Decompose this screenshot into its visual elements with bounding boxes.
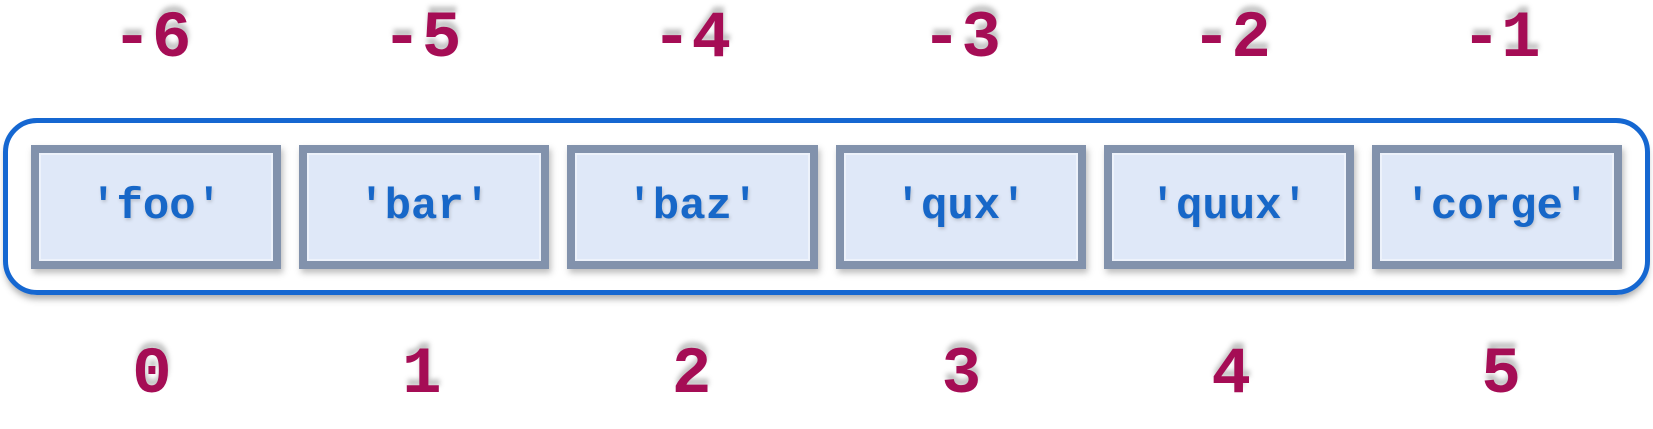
list-cell-4: 'quux' — [1103, 144, 1354, 269]
list-cell-value: 'corge' — [1404, 181, 1590, 232]
list-cell-3: 'qux' — [835, 144, 1086, 269]
list-cell-5: 'corge' — [1371, 144, 1623, 269]
positive-index-4: 4 — [1211, 337, 1252, 412]
negative-index-0: -6 — [112, 1, 192, 76]
negative-index-2: -4 — [651, 1, 732, 76]
positive-index-5: 5 — [1481, 337, 1521, 412]
positive-index-2: 2 — [671, 337, 712, 412]
negative-indices-row: -6-5-4-3-2-1 — [3, 6, 1650, 72]
list-cell-0: 'foo' — [31, 144, 282, 269]
positive-index-1: 1 — [401, 337, 442, 412]
list-cell-value: 'bar' — [358, 181, 491, 232]
list-cell-value: 'baz' — [626, 181, 759, 232]
positive-index-0: 0 — [132, 337, 172, 412]
list-cell-value: 'foo' — [90, 181, 223, 232]
list-cell-value: 'quux' — [1149, 181, 1308, 232]
negative-index-3: -3 — [921, 1, 1001, 76]
list-cell-value: 'qux' — [894, 181, 1027, 232]
list-container: 'foo' 'bar' 'baz' 'qux' 'quux' 'corge' — [3, 118, 1650, 295]
negative-index-5: -1 — [1461, 1, 1541, 76]
negative-index-4: -2 — [1191, 1, 1271, 76]
list-cell-1: 'bar' — [299, 144, 550, 269]
positive-index-3: 3 — [941, 337, 982, 412]
negative-index-1: -5 — [382, 1, 462, 76]
list-cell-2: 'baz' — [567, 144, 818, 269]
